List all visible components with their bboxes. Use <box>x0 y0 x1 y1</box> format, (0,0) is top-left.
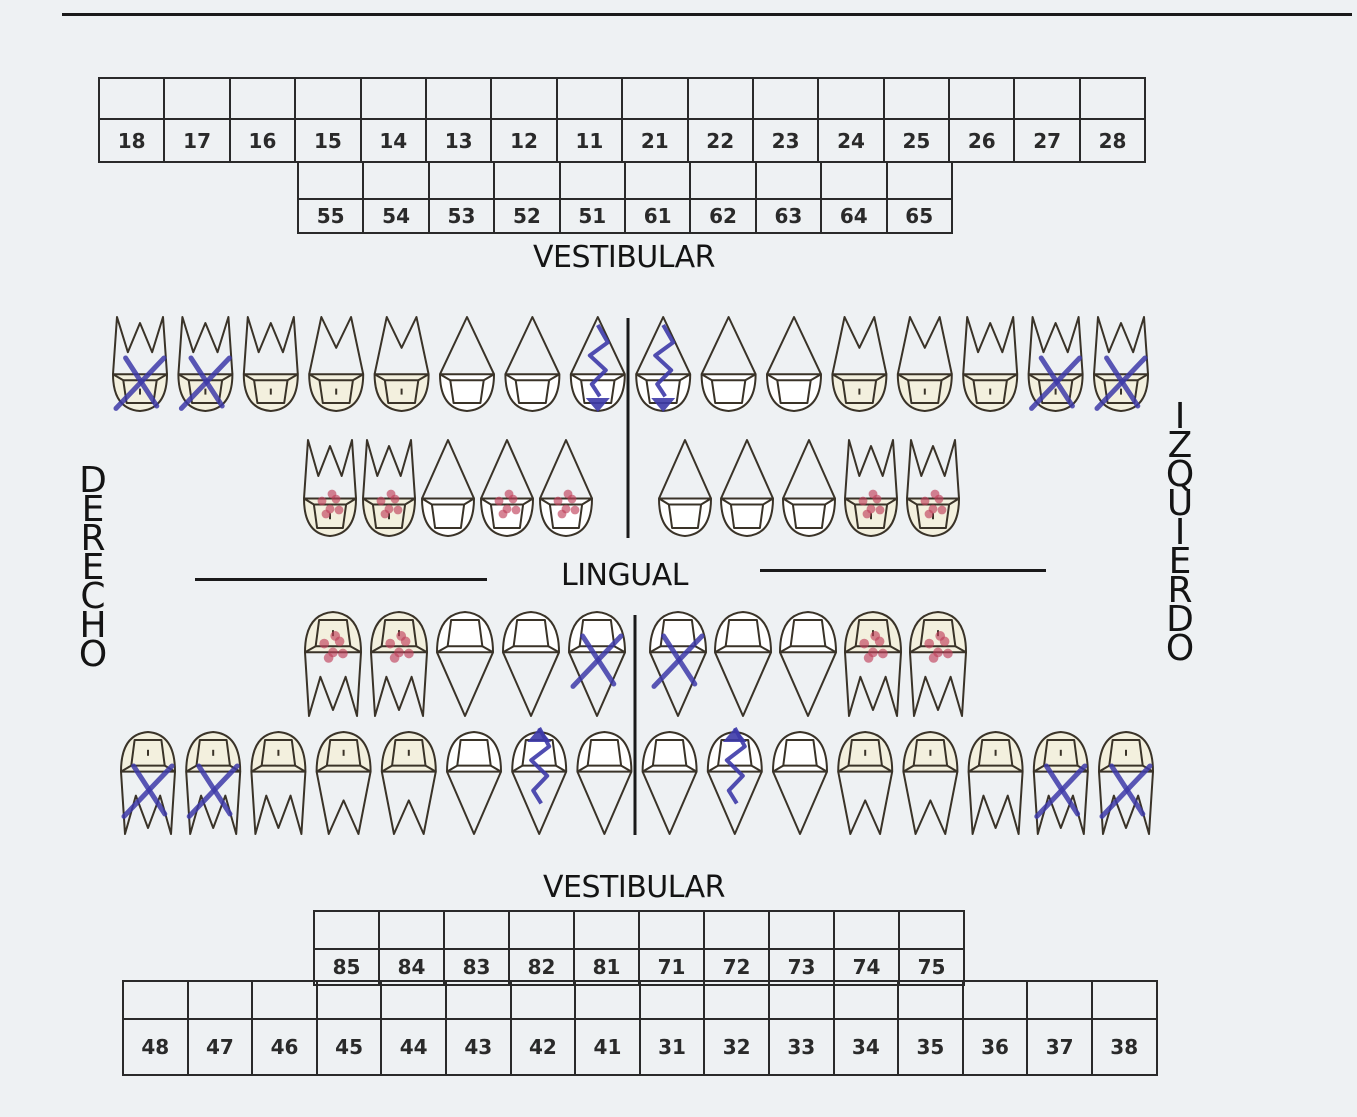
tooth-24-upper[interactable] <box>832 317 886 411</box>
tooth-85-lower-primary[interactable] <box>305 612 361 716</box>
tooth-72-lower-primary[interactable] <box>715 612 771 716</box>
tooth-38-lower[interactable] <box>1099 732 1153 834</box>
tooth-14-upper[interactable] <box>375 317 429 411</box>
tooth-61-upper-primary[interactable] <box>659 440 711 536</box>
tooth-43-lower[interactable] <box>447 732 501 834</box>
tooth-46-lower[interactable] <box>251 732 305 834</box>
tooth-53-upper-primary[interactable] <box>422 440 474 536</box>
tooth-26-upper[interactable] <box>963 317 1017 411</box>
tooth-15-upper[interactable] <box>309 317 363 411</box>
tooth-54-upper-primary[interactable] <box>363 440 415 536</box>
tooth-64-upper-primary[interactable] <box>845 440 897 536</box>
tooth-63-upper-primary[interactable] <box>783 440 835 536</box>
tooth-55-upper-primary[interactable] <box>304 440 356 536</box>
tooth-75-lower-primary[interactable] <box>910 612 966 716</box>
tooth-41-lower[interactable] <box>577 732 631 834</box>
tooth-35-lower[interactable] <box>903 732 957 834</box>
tooth-23-upper[interactable] <box>767 317 821 411</box>
endodontic-mark-11 <box>586 325 610 412</box>
tooth-13-upper[interactable] <box>440 317 494 411</box>
tooth-47-lower[interactable] <box>186 732 240 834</box>
tooth-22-upper[interactable] <box>702 317 756 411</box>
tooth-16-upper[interactable] <box>244 317 298 411</box>
tooth-62-upper-primary[interactable] <box>721 440 773 536</box>
tooth-74-lower-primary[interactable] <box>845 612 901 716</box>
tooth-73-lower-primary[interactable] <box>780 612 836 716</box>
tooth-52-upper-primary[interactable] <box>481 440 533 536</box>
tooth-84-lower-primary[interactable] <box>371 612 427 716</box>
tooth-37-lower[interactable] <box>1034 732 1088 834</box>
tooth-45-lower[interactable] <box>317 732 371 834</box>
tooth-65-upper-primary[interactable] <box>907 440 959 536</box>
tooth-44-lower[interactable] <box>382 732 436 834</box>
tooth-34-lower[interactable] <box>838 732 892 834</box>
tooth-82-lower-primary[interactable] <box>503 612 559 716</box>
tooth-25-upper[interactable] <box>898 317 952 411</box>
tooth-83-lower-primary[interactable] <box>437 612 493 716</box>
tooth-48-lower[interactable] <box>121 732 175 834</box>
tooth-51-upper-primary[interactable] <box>540 440 592 536</box>
tooth-12-upper[interactable] <box>505 317 559 411</box>
tooth-31-lower[interactable] <box>643 732 697 834</box>
tooth-36-lower[interactable] <box>969 732 1023 834</box>
endodontic-mark-21 <box>651 325 675 412</box>
tooth-33-lower[interactable] <box>773 732 827 834</box>
